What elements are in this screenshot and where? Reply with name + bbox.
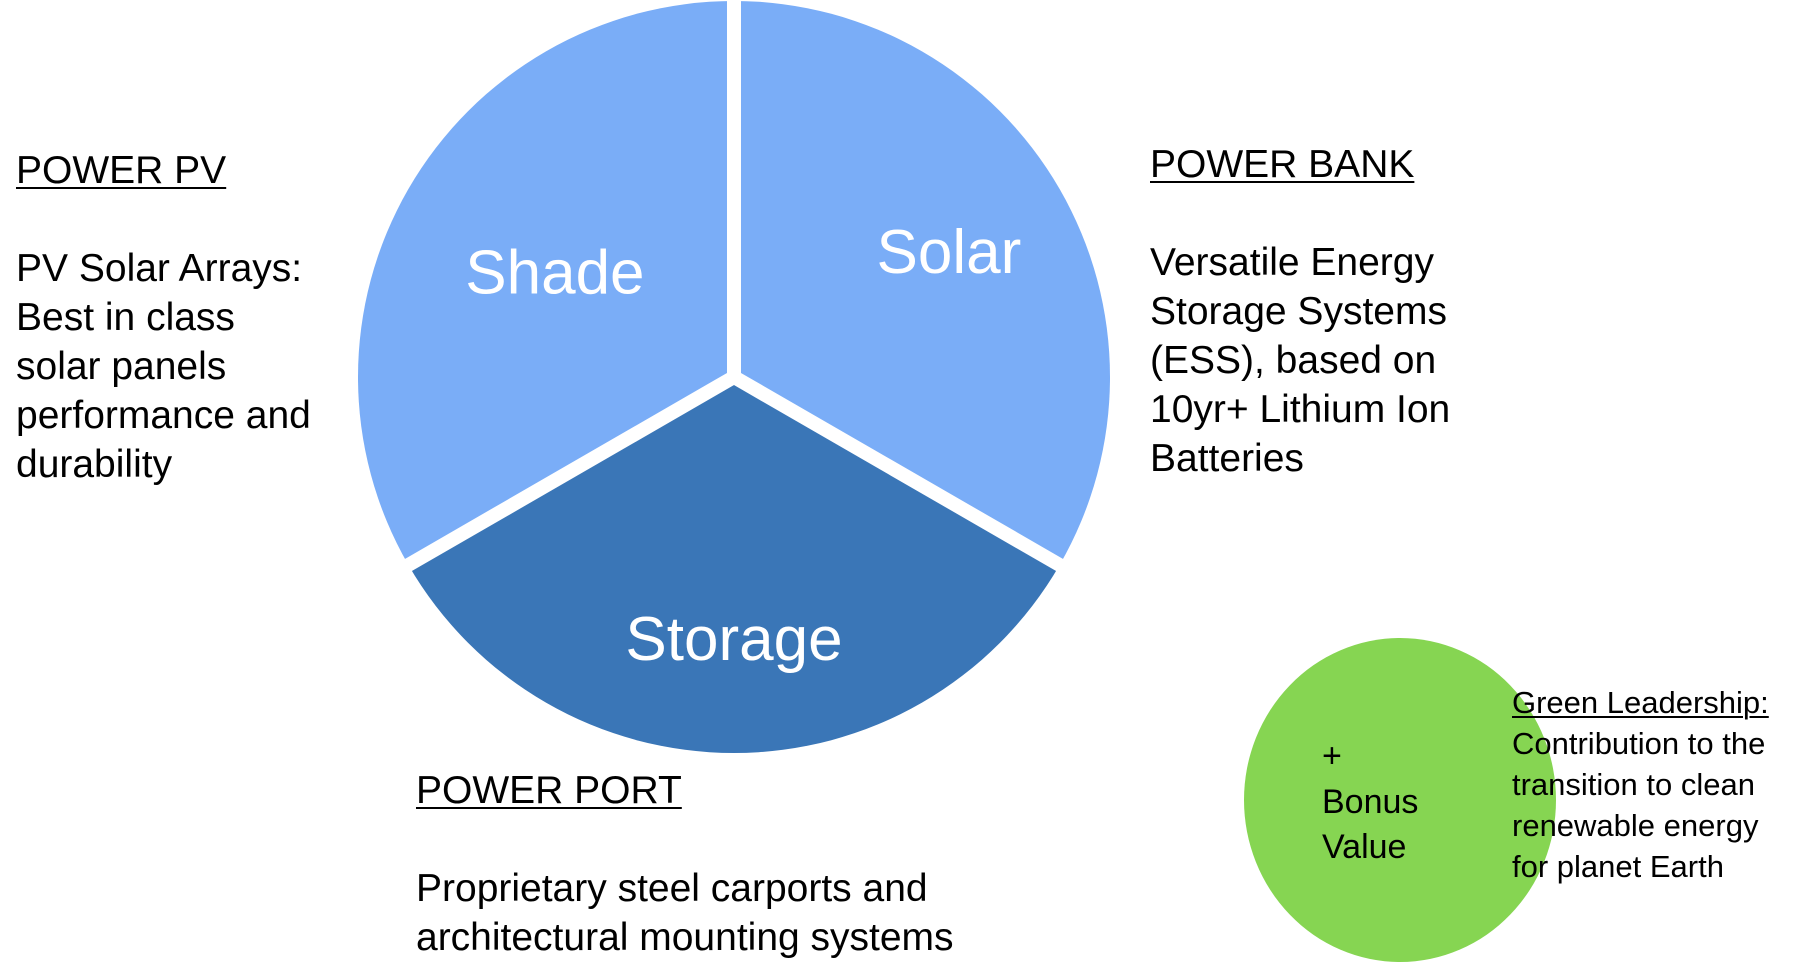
power-port-description: POWER PORT Proprietary steel carports an… — [416, 766, 954, 962]
pie-label-solar: Solar — [877, 218, 1022, 287]
power-bank-line: Versatile Energy — [1150, 241, 1434, 284]
green-leadership-line: renewable energy — [1512, 808, 1759, 843]
power-port-heading: POWER PORT — [416, 769, 682, 812]
bonus-circle — [1244, 638, 1556, 962]
power-pv-line: performance and — [16, 394, 311, 437]
power-bank-line: (ESS), based on — [1150, 339, 1437, 382]
pie-separator — [403, 370, 738, 573]
power-pv-heading: POWER PV — [16, 149, 227, 192]
green-leadership-description: Green Leadership: Contribution to the tr… — [1512, 682, 1769, 887]
green-leadership-line: transition to clean — [1512, 767, 1755, 802]
green-leadership-line: for planet Earth — [1512, 849, 1724, 884]
power-bank-line: Storage Systems — [1150, 290, 1447, 333]
pie-label-storage: Storage — [625, 605, 842, 674]
power-pv-description: POWER PV PV Solar Arrays: Best in class … — [16, 146, 311, 489]
power-port-line: architectural mounting systems — [416, 916, 954, 959]
power-pv-line: Best in class — [16, 296, 235, 339]
bonus-value-label: Value — [1322, 828, 1406, 866]
power-bank-heading: POWER BANK — [1150, 143, 1415, 186]
bonus-plus: + — [1322, 737, 1342, 775]
pie-label-shade: Shade — [465, 239, 644, 308]
power-bank-description: POWER BANK Versatile Energy Storage Syst… — [1150, 140, 1450, 483]
pie-chart: Solar Storage Shade — [358, 0, 1110, 753]
bonus-value-badge: + Bonus Value — [1244, 638, 1556, 962]
power-port-line: Proprietary steel carports and — [416, 867, 928, 910]
bonus-label: Bonus — [1322, 783, 1418, 821]
power-pv-line: PV Solar Arrays: — [16, 247, 303, 290]
power-pv-line: solar panels — [16, 345, 227, 388]
pie-separator — [730, 370, 1065, 573]
power-pv-line: durability — [16, 443, 173, 486]
power-bank-line: 10yr+ Lithium Ion — [1150, 388, 1451, 431]
power-bank-line: Batteries — [1150, 437, 1304, 480]
green-leadership-line: Contribution to the — [1512, 726, 1766, 761]
green-leadership-heading: Green Leadership: — [1512, 685, 1769, 720]
